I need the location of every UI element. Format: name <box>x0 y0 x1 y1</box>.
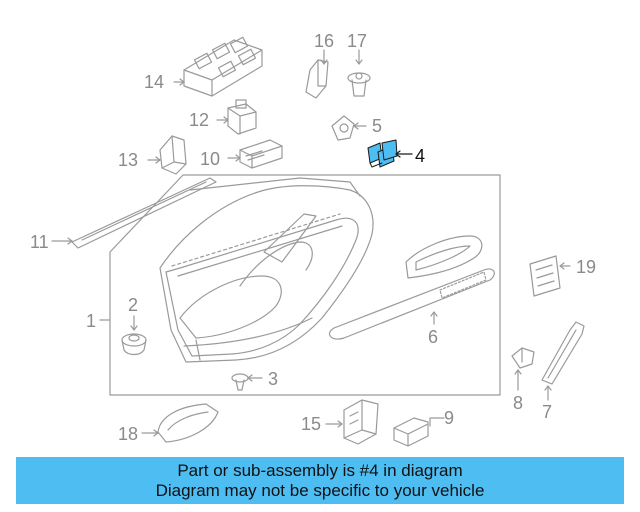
part-6-pull-handle <box>329 235 495 340</box>
callout-19: 19 <box>576 257 597 277</box>
part-15-switch <box>343 399 379 445</box>
callout-9: 9 <box>444 408 455 428</box>
callout-16: 16 <box>314 31 335 51</box>
part-12-switch <box>227 99 257 135</box>
door-trim-panel <box>159 185 374 363</box>
part-14-window-switch <box>183 36 263 97</box>
part-2-grommet <box>121 333 147 356</box>
callout-6: 6 <box>428 327 439 347</box>
callout-12: 12 <box>189 110 210 130</box>
callout-5: 5 <box>372 116 383 136</box>
part-10-switch <box>239 139 283 169</box>
banner-line-1: Part or sub-assembly is #4 in diagram <box>177 460 463 480</box>
part-8-clip <box>511 347 535 369</box>
diagram-drawing <box>51 36 585 447</box>
callout-17: 17 <box>347 31 368 51</box>
part-17-push-pin <box>347 72 371 97</box>
info-banner: Part or sub-assembly is #4 in diagram Di… <box>16 457 624 504</box>
callout-18: 18 <box>118 424 139 444</box>
part-9-switch <box>393 417 429 447</box>
callout-2: 2 <box>128 295 139 315</box>
part-5-clip <box>331 115 355 141</box>
leader-lines <box>51 49 571 437</box>
part-13-switch <box>159 135 187 175</box>
callout-3: 3 <box>268 369 279 389</box>
door-panel-frame <box>109 174 501 396</box>
callout-7: 7 <box>542 402 553 422</box>
part-16-clip <box>305 59 329 99</box>
callout-4: 4 <box>415 146 426 166</box>
part-19-module <box>529 255 561 297</box>
callout-8: 8 <box>513 393 524 413</box>
callout-10: 10 <box>200 149 221 169</box>
callout-15: 15 <box>301 414 322 434</box>
part-18-handle-cup <box>157 403 219 443</box>
callout-13: 13 <box>118 150 139 170</box>
callout-11: 11 <box>30 232 49 252</box>
part-7-trim <box>541 321 585 385</box>
leader-4 <box>395 150 413 158</box>
callout-14: 14 <box>144 72 165 92</box>
banner-line-2: Diagram may not be specific to your vehi… <box>155 480 485 500</box>
callout-1: 1 <box>86 311 97 331</box>
part-3-pin <box>231 373 249 391</box>
part-4-highlighted <box>367 139 398 168</box>
parts-diagram: 14 16 17 12 5 4 13 10 11 1 2 3 6 19 8 7 … <box>30 31 597 447</box>
part-11-trim-strip <box>71 177 217 249</box>
